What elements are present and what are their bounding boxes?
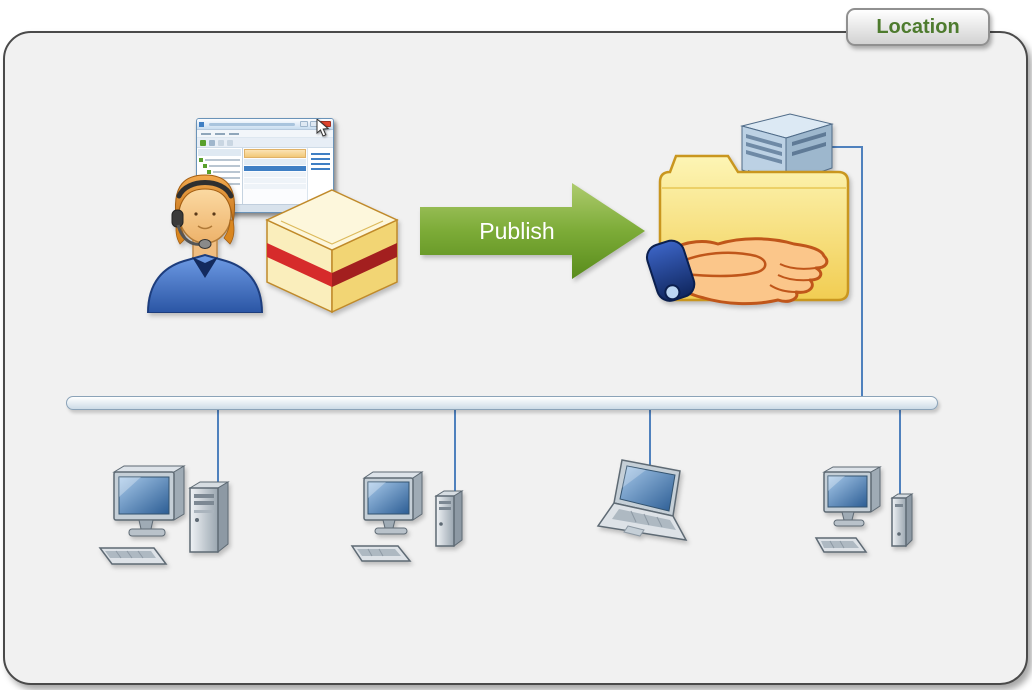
laptop-base: [596, 502, 688, 541]
cursor-icon: [316, 119, 330, 137]
publish-arrow: Publish: [420, 183, 645, 279]
laptop-icon: [596, 459, 688, 541]
tower: [188, 481, 230, 554]
toolbar-icon: [227, 139, 233, 146]
window-title-bar: [197, 119, 333, 130]
desktop-minitower-computer-icon: [350, 471, 464, 562]
tower: [434, 490, 464, 547]
toolbar-icon: [209, 139, 215, 146]
action-link: [311, 153, 330, 155]
location-tab: Location: [846, 8, 990, 46]
location-tab-label: Location: [876, 15, 960, 38]
action-link: [311, 168, 330, 170]
slim-unit: [890, 493, 914, 548]
box-red-band-right: [332, 243, 397, 287]
sleeve-cuff-icon: [645, 239, 696, 302]
tree-node-icon: [199, 158, 203, 162]
window-title-text: [209, 122, 295, 126]
box-red-band-left: [267, 243, 332, 287]
server-icon: [740, 113, 834, 192]
monitor: [112, 465, 186, 537]
toolbar-icon: [218, 139, 224, 146]
person-headset-icon: [146, 174, 264, 313]
tree-node-icon: [207, 170, 211, 174]
action-link: [311, 163, 330, 165]
toolbar-icon: [200, 139, 206, 146]
keyboard: [98, 547, 168, 565]
monitor: [362, 471, 424, 535]
person-head: [175, 174, 235, 245]
touchpad: [623, 525, 645, 537]
window-status-bar: [197, 204, 333, 212]
window-menu-bar: [197, 130, 333, 138]
publish-label: Publish: [479, 218, 554, 244]
list-column-header: [244, 159, 306, 165]
package-box-icon: [265, 189, 399, 314]
network-bus: [66, 396, 938, 410]
window-content-pane: [243, 148, 307, 204]
keyboard: [814, 537, 868, 553]
minimize-button-icon: [300, 121, 308, 127]
window-app-icon: [199, 121, 204, 127]
action-link: [311, 158, 330, 160]
selected-list-row: [244, 166, 306, 171]
box-lid: [265, 189, 399, 251]
person-body: [146, 253, 264, 313]
laptop-screen: [613, 459, 681, 517]
tree-node-icon: [203, 164, 207, 168]
arrow-shape: [420, 183, 645, 279]
app-window-icon: [196, 118, 334, 213]
keyboard: [350, 545, 412, 562]
hand-icon: [662, 237, 829, 306]
location-panel: [3, 31, 1028, 685]
server-side: [785, 123, 833, 185]
folder-hand-icon: [645, 154, 850, 306]
monitor: [822, 466, 882, 527]
headset-icon: [171, 180, 234, 249]
desktop-slim-computer-icon: [814, 466, 914, 553]
desktop-tower-computer-icon: [98, 465, 230, 565]
window-toolbar: [197, 138, 333, 148]
content-header-band: [244, 149, 306, 158]
